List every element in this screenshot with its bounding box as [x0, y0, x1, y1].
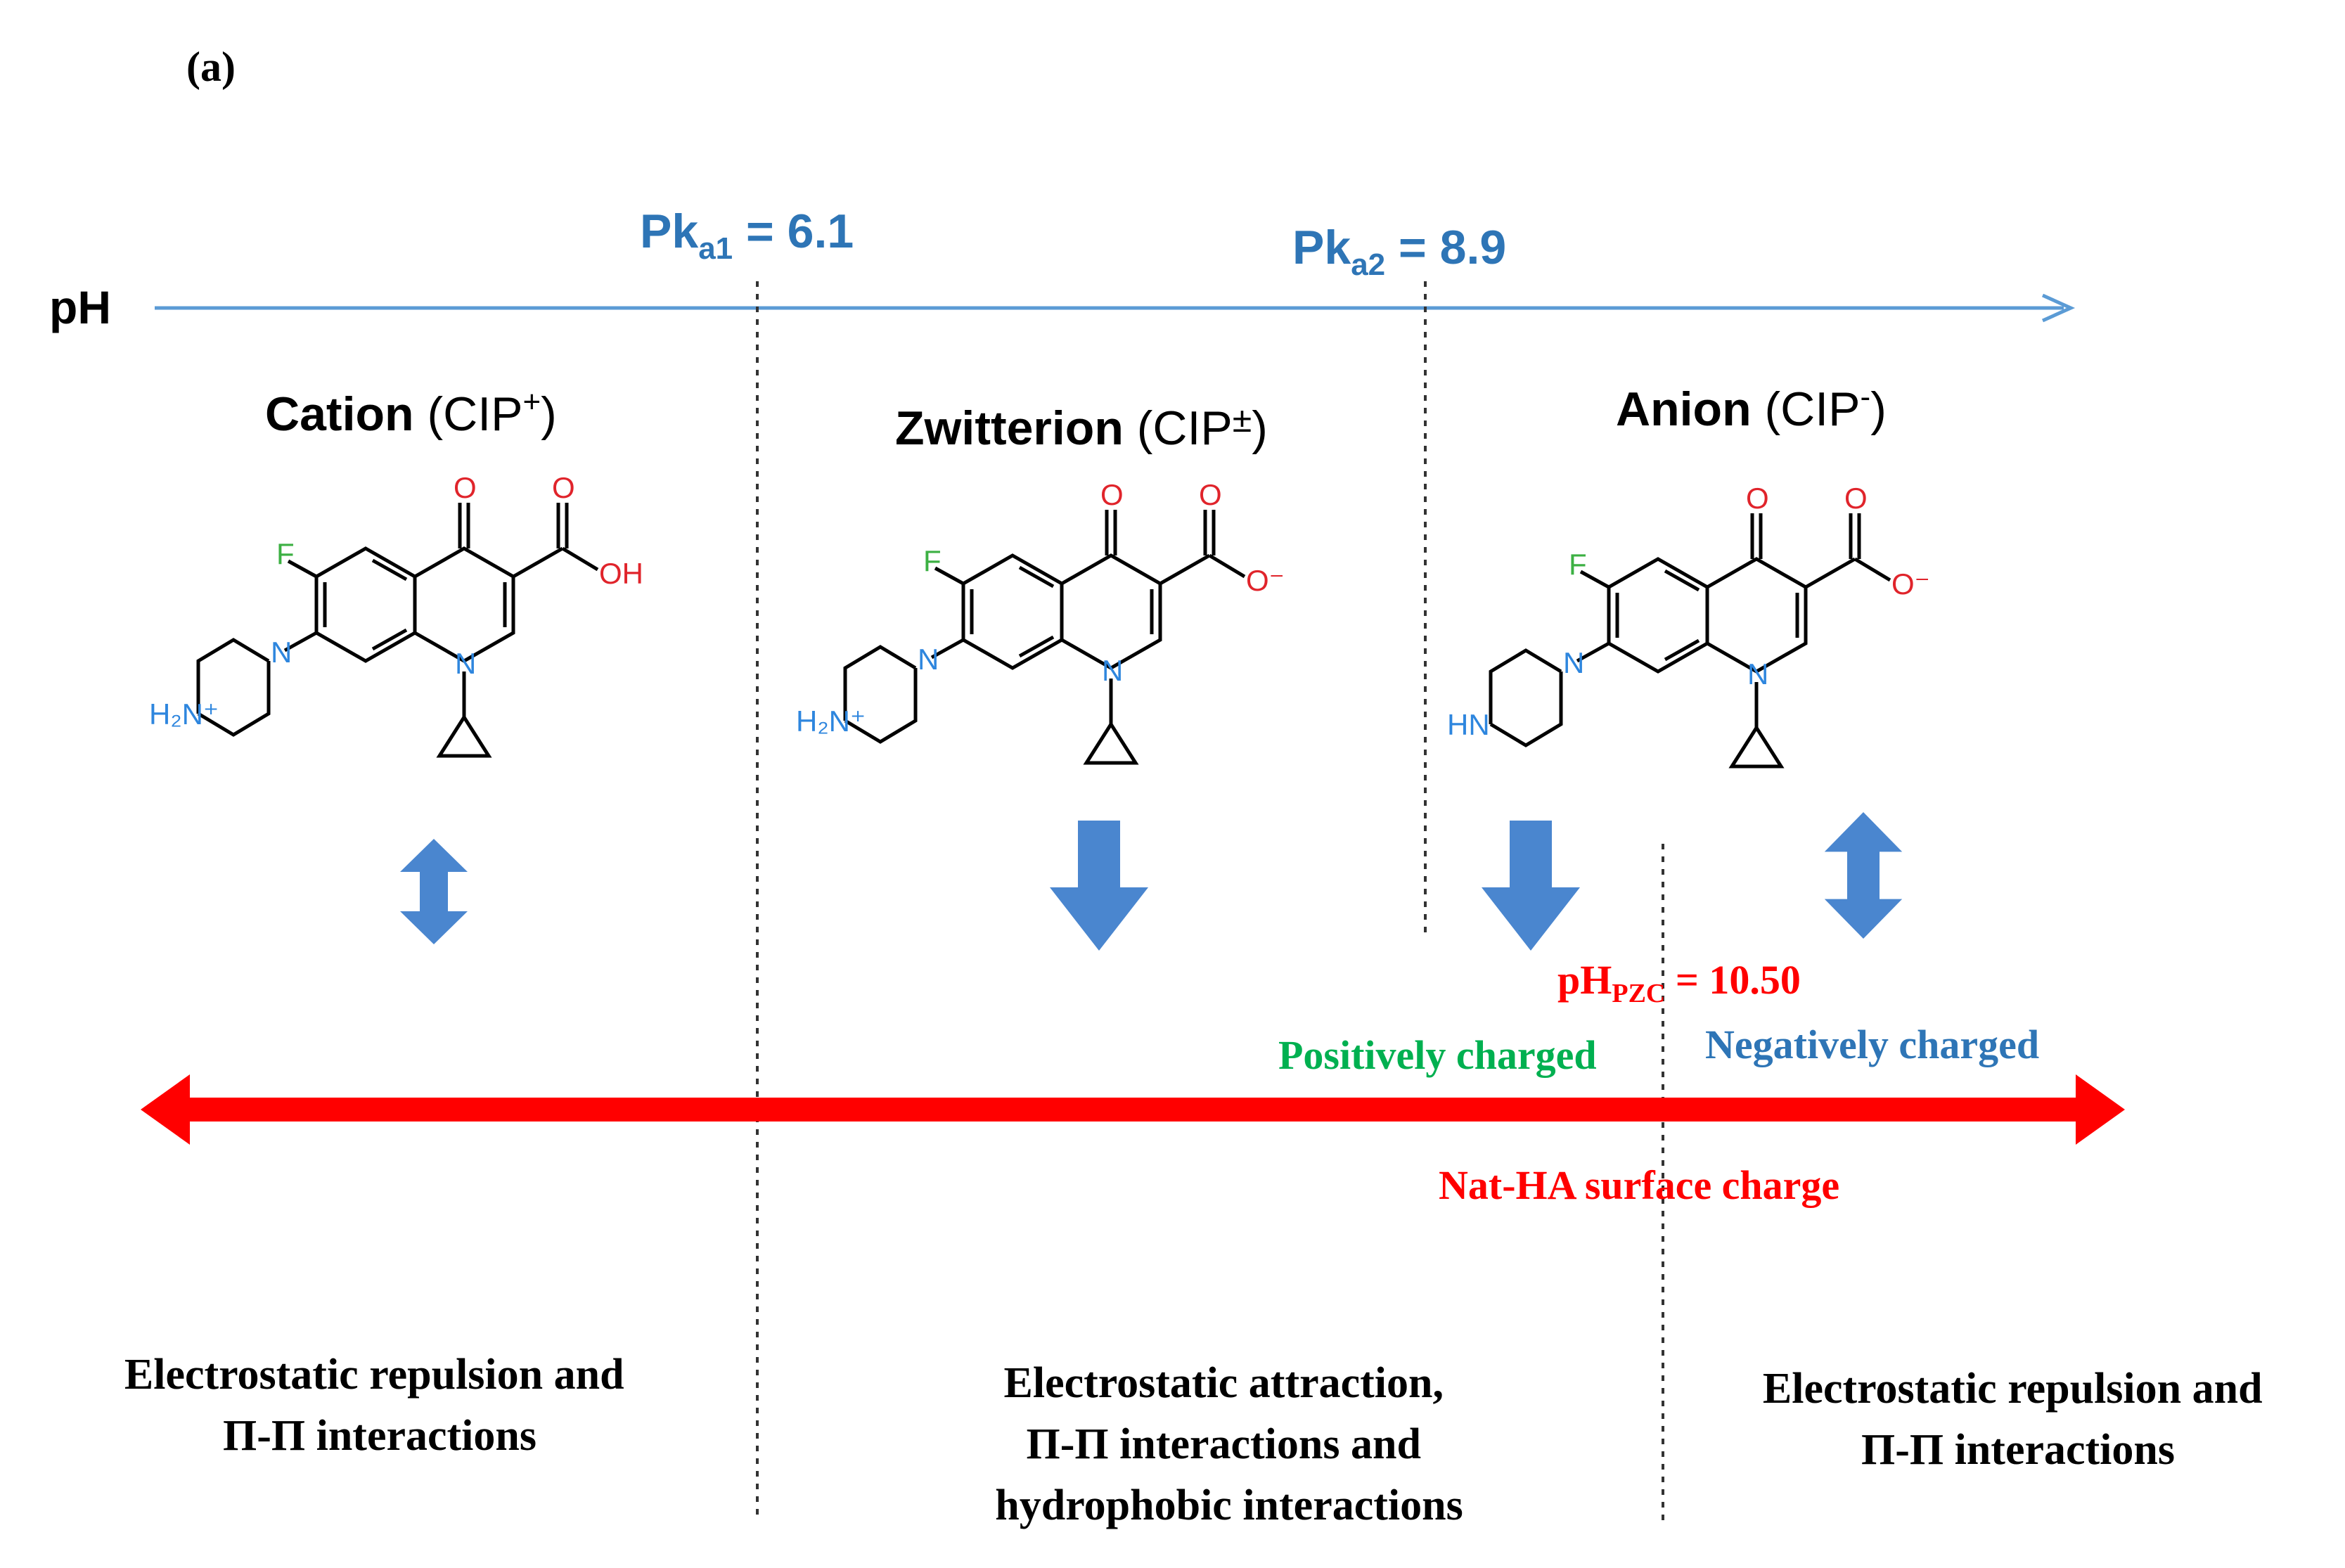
- zwitterion-carboxylate: O⁻: [1246, 564, 1285, 597]
- panel-label: (a): [186, 44, 236, 90]
- zwitterion-f-atom: F: [923, 544, 942, 577]
- ph-axis-arrowhead: [2041, 293, 2076, 323]
- cation-pip-n-atom: N: [271, 636, 292, 669]
- anion-carboxylate: O⁻: [1891, 567, 1930, 600]
- cation-structure: F O O OH N N H₂N⁺: [149, 471, 643, 756]
- ph-axis-label: pH: [49, 281, 111, 333]
- cation-carbonyl-o: O: [454, 471, 477, 504]
- pka2-label: Pka2 = 8.9: [1292, 221, 1506, 282]
- cation-amine-group: H₂N⁺: [149, 698, 219, 731]
- cation-acid-o: O: [552, 471, 575, 504]
- positively-charged-label: Positively charged: [1278, 1032, 1597, 1078]
- left-interaction-text: Electrostatic repulsion and Π-Π interact…: [124, 1351, 635, 1460]
- zwitterion-acid-o: O: [1199, 478, 1222, 511]
- anion-heading: Anion (CIP-): [1616, 380, 1887, 436]
- zwitterion-n1-atom: N: [1102, 654, 1123, 687]
- anion-acid-o: O: [1844, 482, 1868, 515]
- zwitterion-structure: F O O O⁻ N N H₂N⁺: [796, 478, 1285, 763]
- double-headed-arrow-icon: [1824, 812, 1903, 939]
- anion-pip-n-atom: N: [1563, 646, 1584, 679]
- pka1-label: Pka1 = 6.1: [640, 205, 854, 266]
- zwitterion-amine-group: H₂N⁺: [796, 705, 866, 738]
- zwitterion-heading: Zwitterion (CIP±): [895, 400, 1268, 455]
- surface-charge-double-arrow-icon: [141, 1074, 2125, 1145]
- surface-charge-label: Nat-HA surface charge: [1439, 1162, 1839, 1208]
- anion-structure: F O O O⁻ N N HN: [1447, 482, 1930, 766]
- anion-f-atom: F: [1569, 548, 1587, 581]
- right-interaction-text: Electrostatic repulsion and Π-Π interact…: [1763, 1365, 2273, 1474]
- negatively-charged-label: Negatively charged: [1705, 1022, 2039, 1067]
- anion-carbonyl-o: O: [1746, 482, 1769, 515]
- cation-f-atom: F: [276, 537, 295, 570]
- cation-oh-group: OH: [599, 557, 643, 590]
- double-headed-arrow-icon: [400, 839, 468, 944]
- zwitterion-pip-n-atom: N: [918, 643, 939, 676]
- anion-n1-atom: N: [1747, 657, 1768, 690]
- down-arrow-icon: [1482, 821, 1580, 951]
- middle-interaction-text: Electrostatic attraction, Π-Π interactio…: [995, 1359, 1463, 1529]
- pzc-label: pHPZC = 10.50: [1557, 957, 1801, 1008]
- down-arrow-icon: [1050, 821, 1148, 951]
- zwitterion-carbonyl-o: O: [1100, 478, 1124, 511]
- cation-heading: Cation (CIP+): [265, 385, 557, 441]
- cation-n1-atom: N: [455, 647, 476, 680]
- anion-amine-group: HN: [1447, 708, 1490, 741]
